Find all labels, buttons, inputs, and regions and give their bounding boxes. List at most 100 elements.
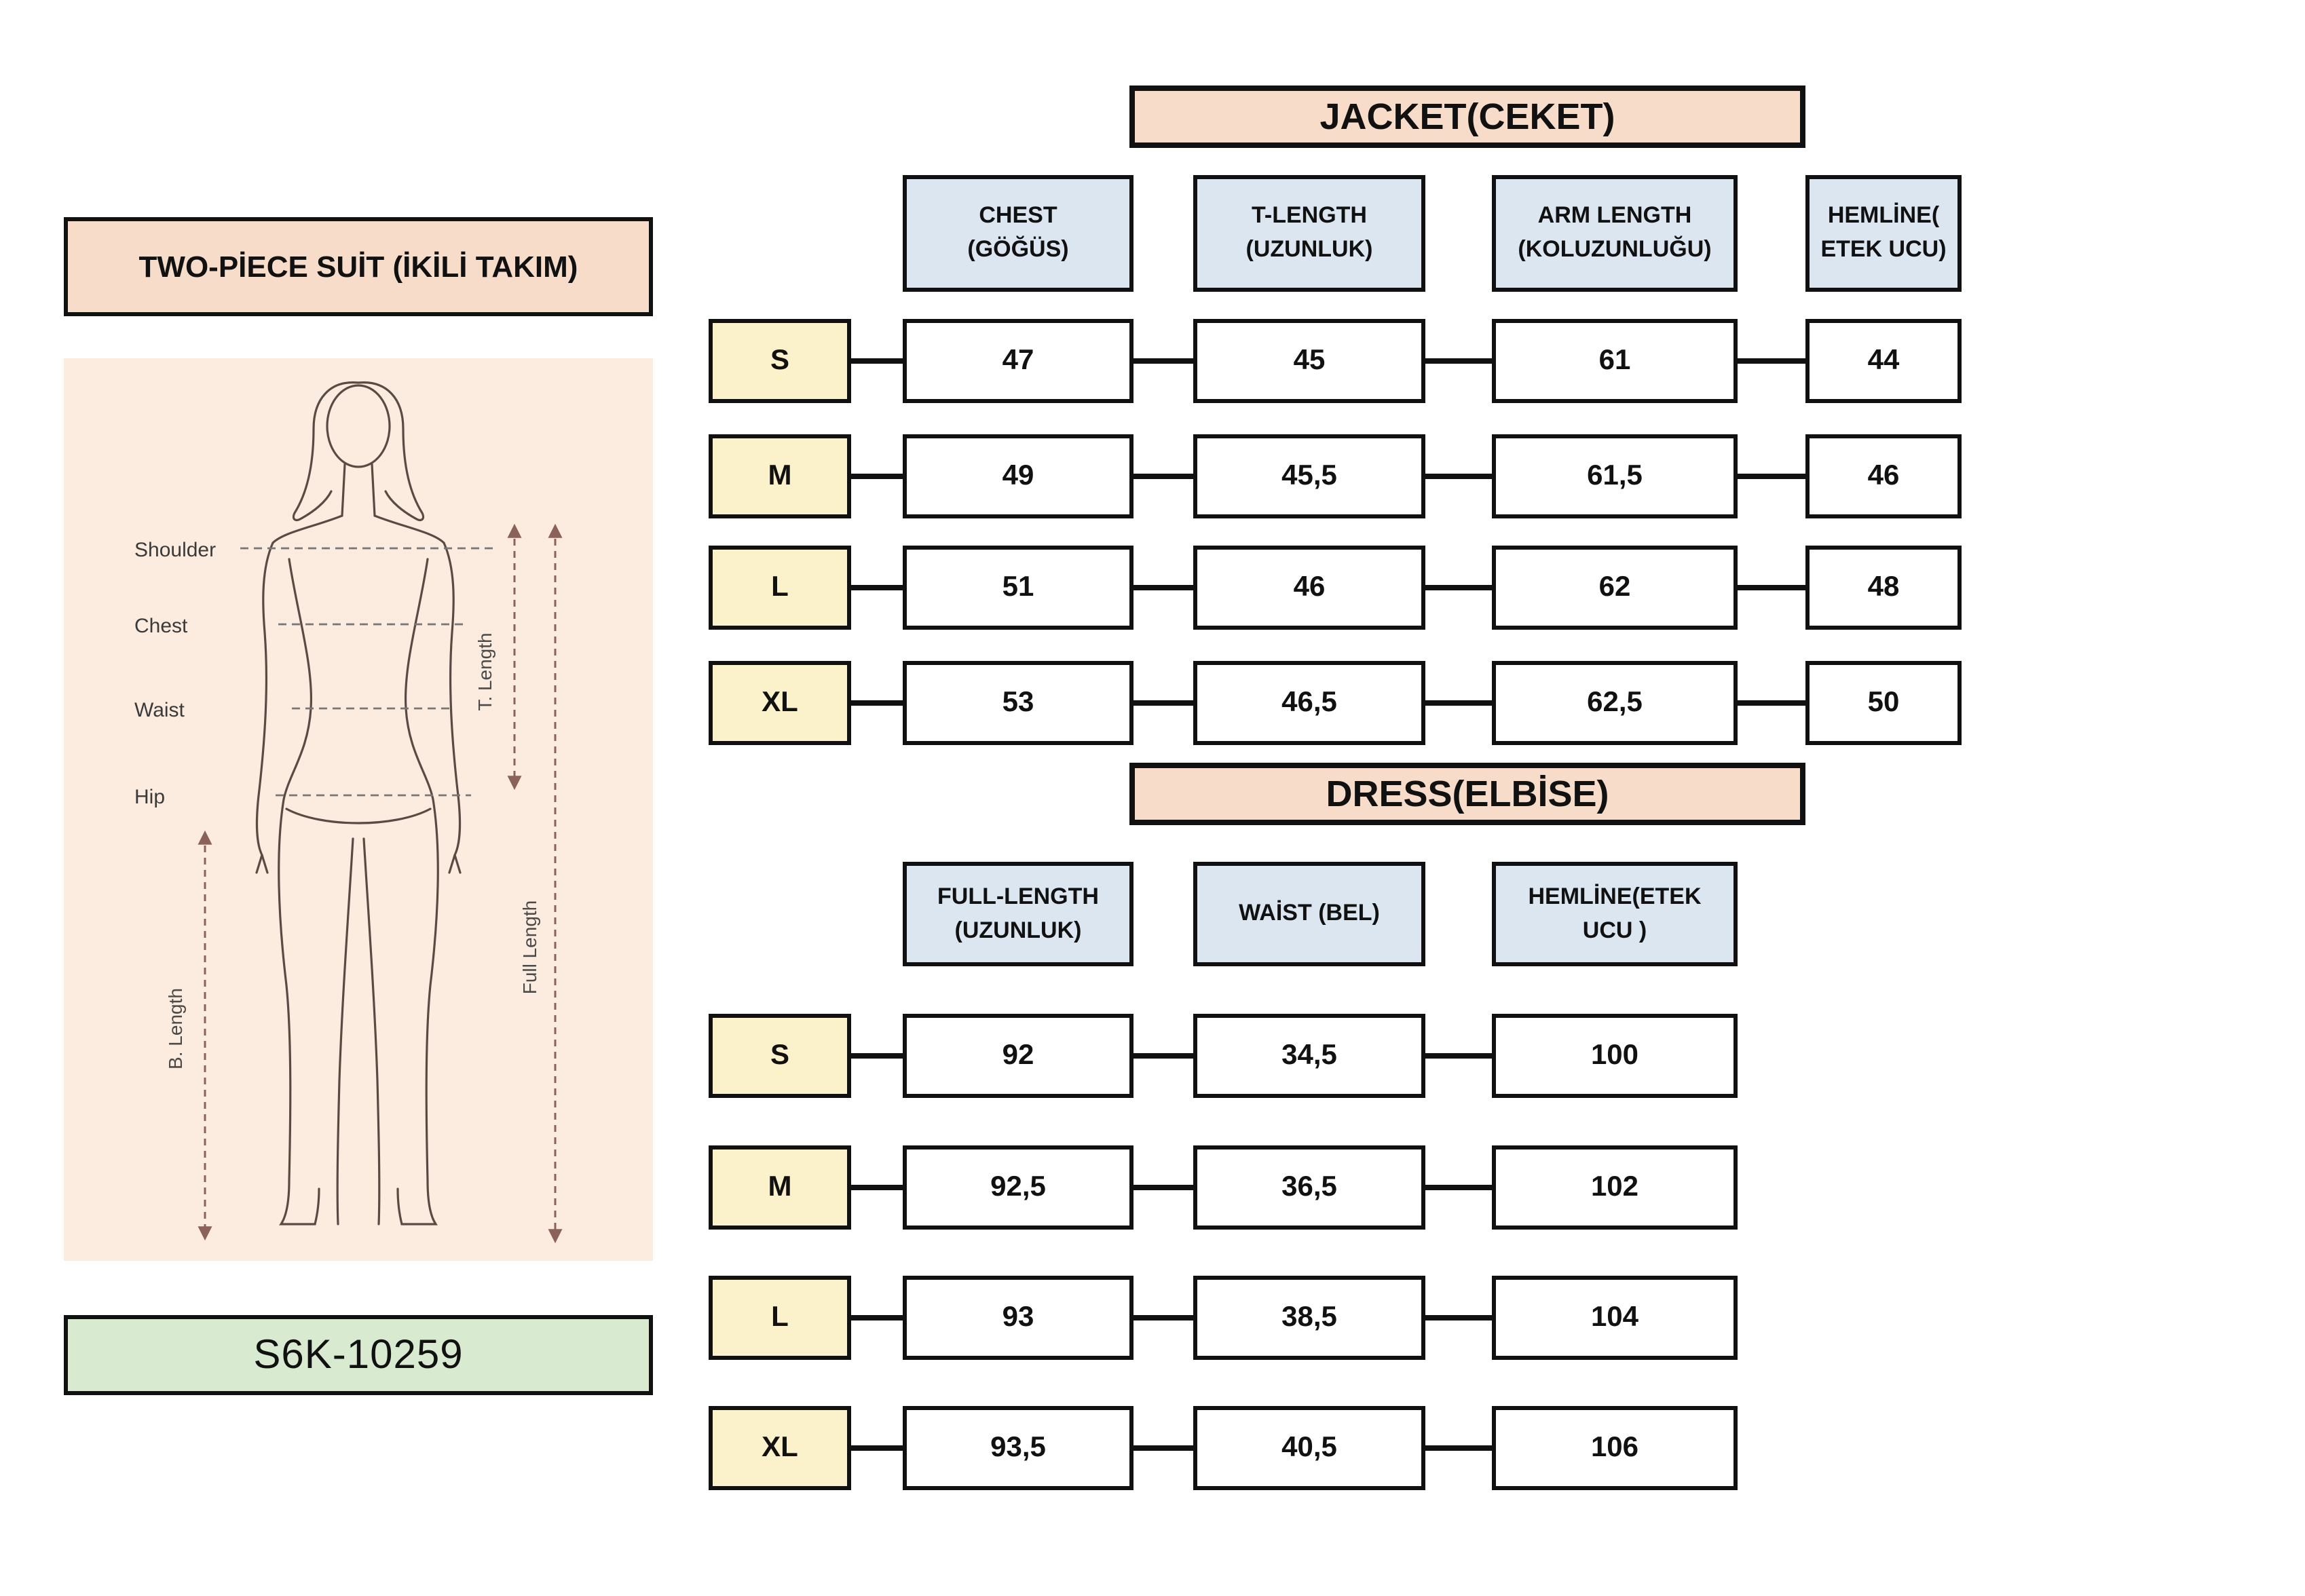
size-badge: M — [709, 434, 851, 518]
col-label-line2: ETEK UCU) — [1820, 236, 1947, 262]
connector-line — [851, 1053, 903, 1059]
value-cell: 47 — [903, 319, 1133, 403]
value-cell: 50 — [1805, 661, 1962, 745]
connector-line — [1738, 700, 1805, 706]
value-cell: 34,5 — [1193, 1014, 1425, 1098]
connector-line — [851, 700, 903, 706]
col-label-line1: WAİST (BEL) — [1239, 900, 1380, 926]
connector-line — [1425, 1185, 1492, 1190]
connector-line — [1425, 1053, 1492, 1059]
size-badge: XL — [709, 661, 851, 745]
dress-row-m: M 92,5 36,5 102 — [709, 1145, 1738, 1230]
col-label-line1: ARM LENGTH — [1537, 202, 1692, 229]
value-cell: 61,5 — [1492, 434, 1738, 518]
jacket-title-label: JACKET(CEKET) — [1319, 96, 1615, 136]
dress-row-s: S 92 34,5 100 — [709, 1014, 1738, 1098]
connector-line — [851, 1445, 903, 1451]
connector-line — [1133, 1053, 1193, 1059]
dress-row-xl: XL 93,5 40,5 106 — [709, 1406, 1738, 1490]
value-cell: 93,5 — [903, 1406, 1133, 1490]
jacket-row-s: S 47 45 61 44 — [709, 319, 1962, 403]
connector-line — [1133, 1185, 1193, 1190]
value-cell: 46 — [1193, 546, 1425, 630]
value-cell: 49 — [903, 434, 1133, 518]
value-cell: 102 — [1492, 1145, 1738, 1230]
product-title-label: TWO-PİECE SUİT (İKİLİ TAKIM) — [138, 249, 578, 283]
value-cell: 36,5 — [1193, 1145, 1425, 1230]
value-cell: 51 — [903, 546, 1133, 630]
product-title: TWO-PİECE SUİT (İKİLİ TAKIM) — [64, 217, 653, 316]
size-badge: L — [709, 1276, 851, 1360]
t-length-label: T. Length — [474, 632, 495, 710]
value-cell: 100 — [1492, 1014, 1738, 1098]
connector-line — [851, 1185, 903, 1190]
dress-section-title: DRESS(ELBİSE) — [1129, 763, 1805, 825]
jacket-col-hemline: HEMLİNE( ETEK UCU) — [1805, 175, 1962, 292]
dress-col-waist: WAİST (BEL) — [1193, 862, 1425, 966]
value-cell: 92,5 — [903, 1145, 1133, 1230]
col-label-line1: HEMLİNE( — [1827, 202, 1940, 229]
shoulder-label: Shoulder — [134, 539, 216, 561]
full-length-label: Full Length — [519, 900, 540, 995]
connector-line — [1133, 700, 1193, 706]
size-badge: S — [709, 319, 851, 403]
dress-title-label: DRESS(ELBİSE) — [1326, 773, 1609, 814]
jacket-section-title: JACKET(CEKET) — [1129, 86, 1805, 148]
figure-svg: Shoulder Chest Waist Hip T. Length Full … — [134, 381, 563, 1244]
connector-line — [1133, 1445, 1193, 1451]
value-cell: 38,5 — [1193, 1276, 1425, 1360]
jacket-col-chest: CHEST (GÖĞÜS) — [903, 175, 1133, 292]
col-label-line1: FULL-LENGTH — [937, 883, 1099, 909]
connector-line — [1425, 474, 1492, 479]
value-cell: 92 — [903, 1014, 1133, 1098]
value-cell: 62,5 — [1492, 661, 1738, 745]
value-cell: 44 — [1805, 319, 1962, 403]
value-cell: 93 — [903, 1276, 1133, 1360]
connector-line — [851, 474, 903, 479]
connector-line — [1425, 1315, 1492, 1320]
connector-line — [1738, 585, 1805, 590]
value-cell: 53 — [903, 661, 1133, 745]
product-code-label: S6K-10259 — [253, 1332, 464, 1377]
connector-line — [1133, 1315, 1193, 1320]
jacket-row-xl: XL 53 46,5 62,5 50 — [709, 661, 1962, 745]
connector-line — [1425, 700, 1492, 706]
size-badge: XL — [709, 1406, 851, 1490]
jacket-col-arm-length: ARM LENGTH (KOLUZUNLUĞU) — [1492, 175, 1738, 292]
value-cell: 104 — [1492, 1276, 1738, 1360]
size-badge: L — [709, 546, 851, 630]
connector-line — [1738, 358, 1805, 364]
value-cell: 106 — [1492, 1406, 1738, 1490]
connector-line — [851, 358, 903, 364]
connector-line — [1133, 474, 1193, 479]
connector-line — [1133, 585, 1193, 590]
col-label-line2: (GÖĞÜS) — [967, 236, 1069, 262]
hip-label: Hip — [134, 786, 165, 808]
jacket-row-m: M 49 45,5 61,5 46 — [709, 434, 1962, 518]
col-label-line1: HEMLİNE(ETEK — [1528, 883, 1702, 909]
size-badge: S — [709, 1014, 851, 1098]
value-cell: 48 — [1805, 546, 1962, 630]
waist-label: Waist — [134, 699, 185, 721]
product-code: S6K-10259 — [64, 1315, 653, 1395]
measure-lines — [240, 547, 495, 797]
col-label-line2: (UZUNLUK) — [1245, 236, 1373, 262]
value-cell: 45,5 — [1193, 434, 1425, 518]
dress-row-l: L 93 38,5 104 — [709, 1276, 1738, 1360]
col-label-line2: (UZUNLUK) — [954, 917, 1082, 943]
value-cell: 46,5 — [1193, 661, 1425, 745]
length-arrows — [198, 523, 563, 1244]
value-cell: 61 — [1492, 319, 1738, 403]
col-label-line2: UCU ) — [1582, 917, 1647, 943]
connector-line — [1133, 358, 1193, 364]
connector-line — [1425, 358, 1492, 364]
jacket-col-t-length: T-LENGTH (UZUNLUK) — [1193, 175, 1425, 292]
dress-col-full-length: FULL-LENGTH (UZUNLUK) — [903, 862, 1133, 966]
dress-col-hemline: HEMLİNE(ETEK UCU ) — [1492, 862, 1738, 966]
size-badge: M — [709, 1145, 851, 1230]
connector-line — [851, 585, 903, 590]
chest-label: Chest — [134, 615, 188, 637]
col-label-line1: T-LENGTH — [1252, 202, 1367, 229]
value-cell: 46 — [1805, 434, 1962, 518]
